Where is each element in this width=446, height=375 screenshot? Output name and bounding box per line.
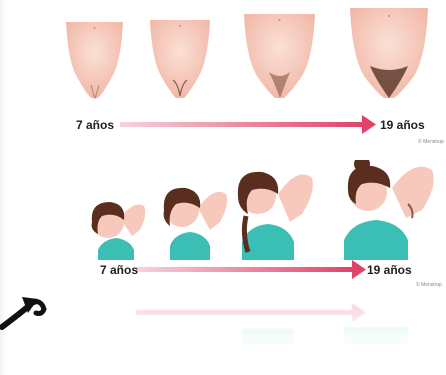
underarm-development-panel: 7 años 19 años © Menstrup (62, 160, 446, 295)
torso-stage-4 (350, 8, 428, 98)
torso-stage-2 (150, 20, 210, 98)
age-progress-arrow-bottom (136, 260, 366, 279)
end-age-label-top: 19 años (380, 118, 425, 132)
credit-text-bottom: © Menstrup (416, 282, 442, 288)
girl-stage-4 (344, 160, 434, 260)
page-edge-shadow (0, 0, 6, 375)
girl-stage-3 (238, 172, 313, 260)
end-age-label-bottom: 19 años (367, 263, 412, 277)
girl-stage-2 (164, 188, 228, 260)
torso-stage-1 (66, 22, 123, 98)
age-progress-arrow-top (120, 115, 376, 134)
curl-arrow-icon (0, 275, 60, 335)
girl-stage-1 (92, 202, 146, 260)
start-age-label-bottom: 7 años (100, 263, 138, 277)
reflection-fade (0, 295, 446, 375)
pubic-development-panel: 7 años 19 años © Menstrup (58, 0, 446, 148)
credit-text-top: © Menstrup (418, 139, 444, 145)
torso-stage-3 (244, 14, 315, 98)
start-age-label-top: 7 años (76, 118, 114, 132)
